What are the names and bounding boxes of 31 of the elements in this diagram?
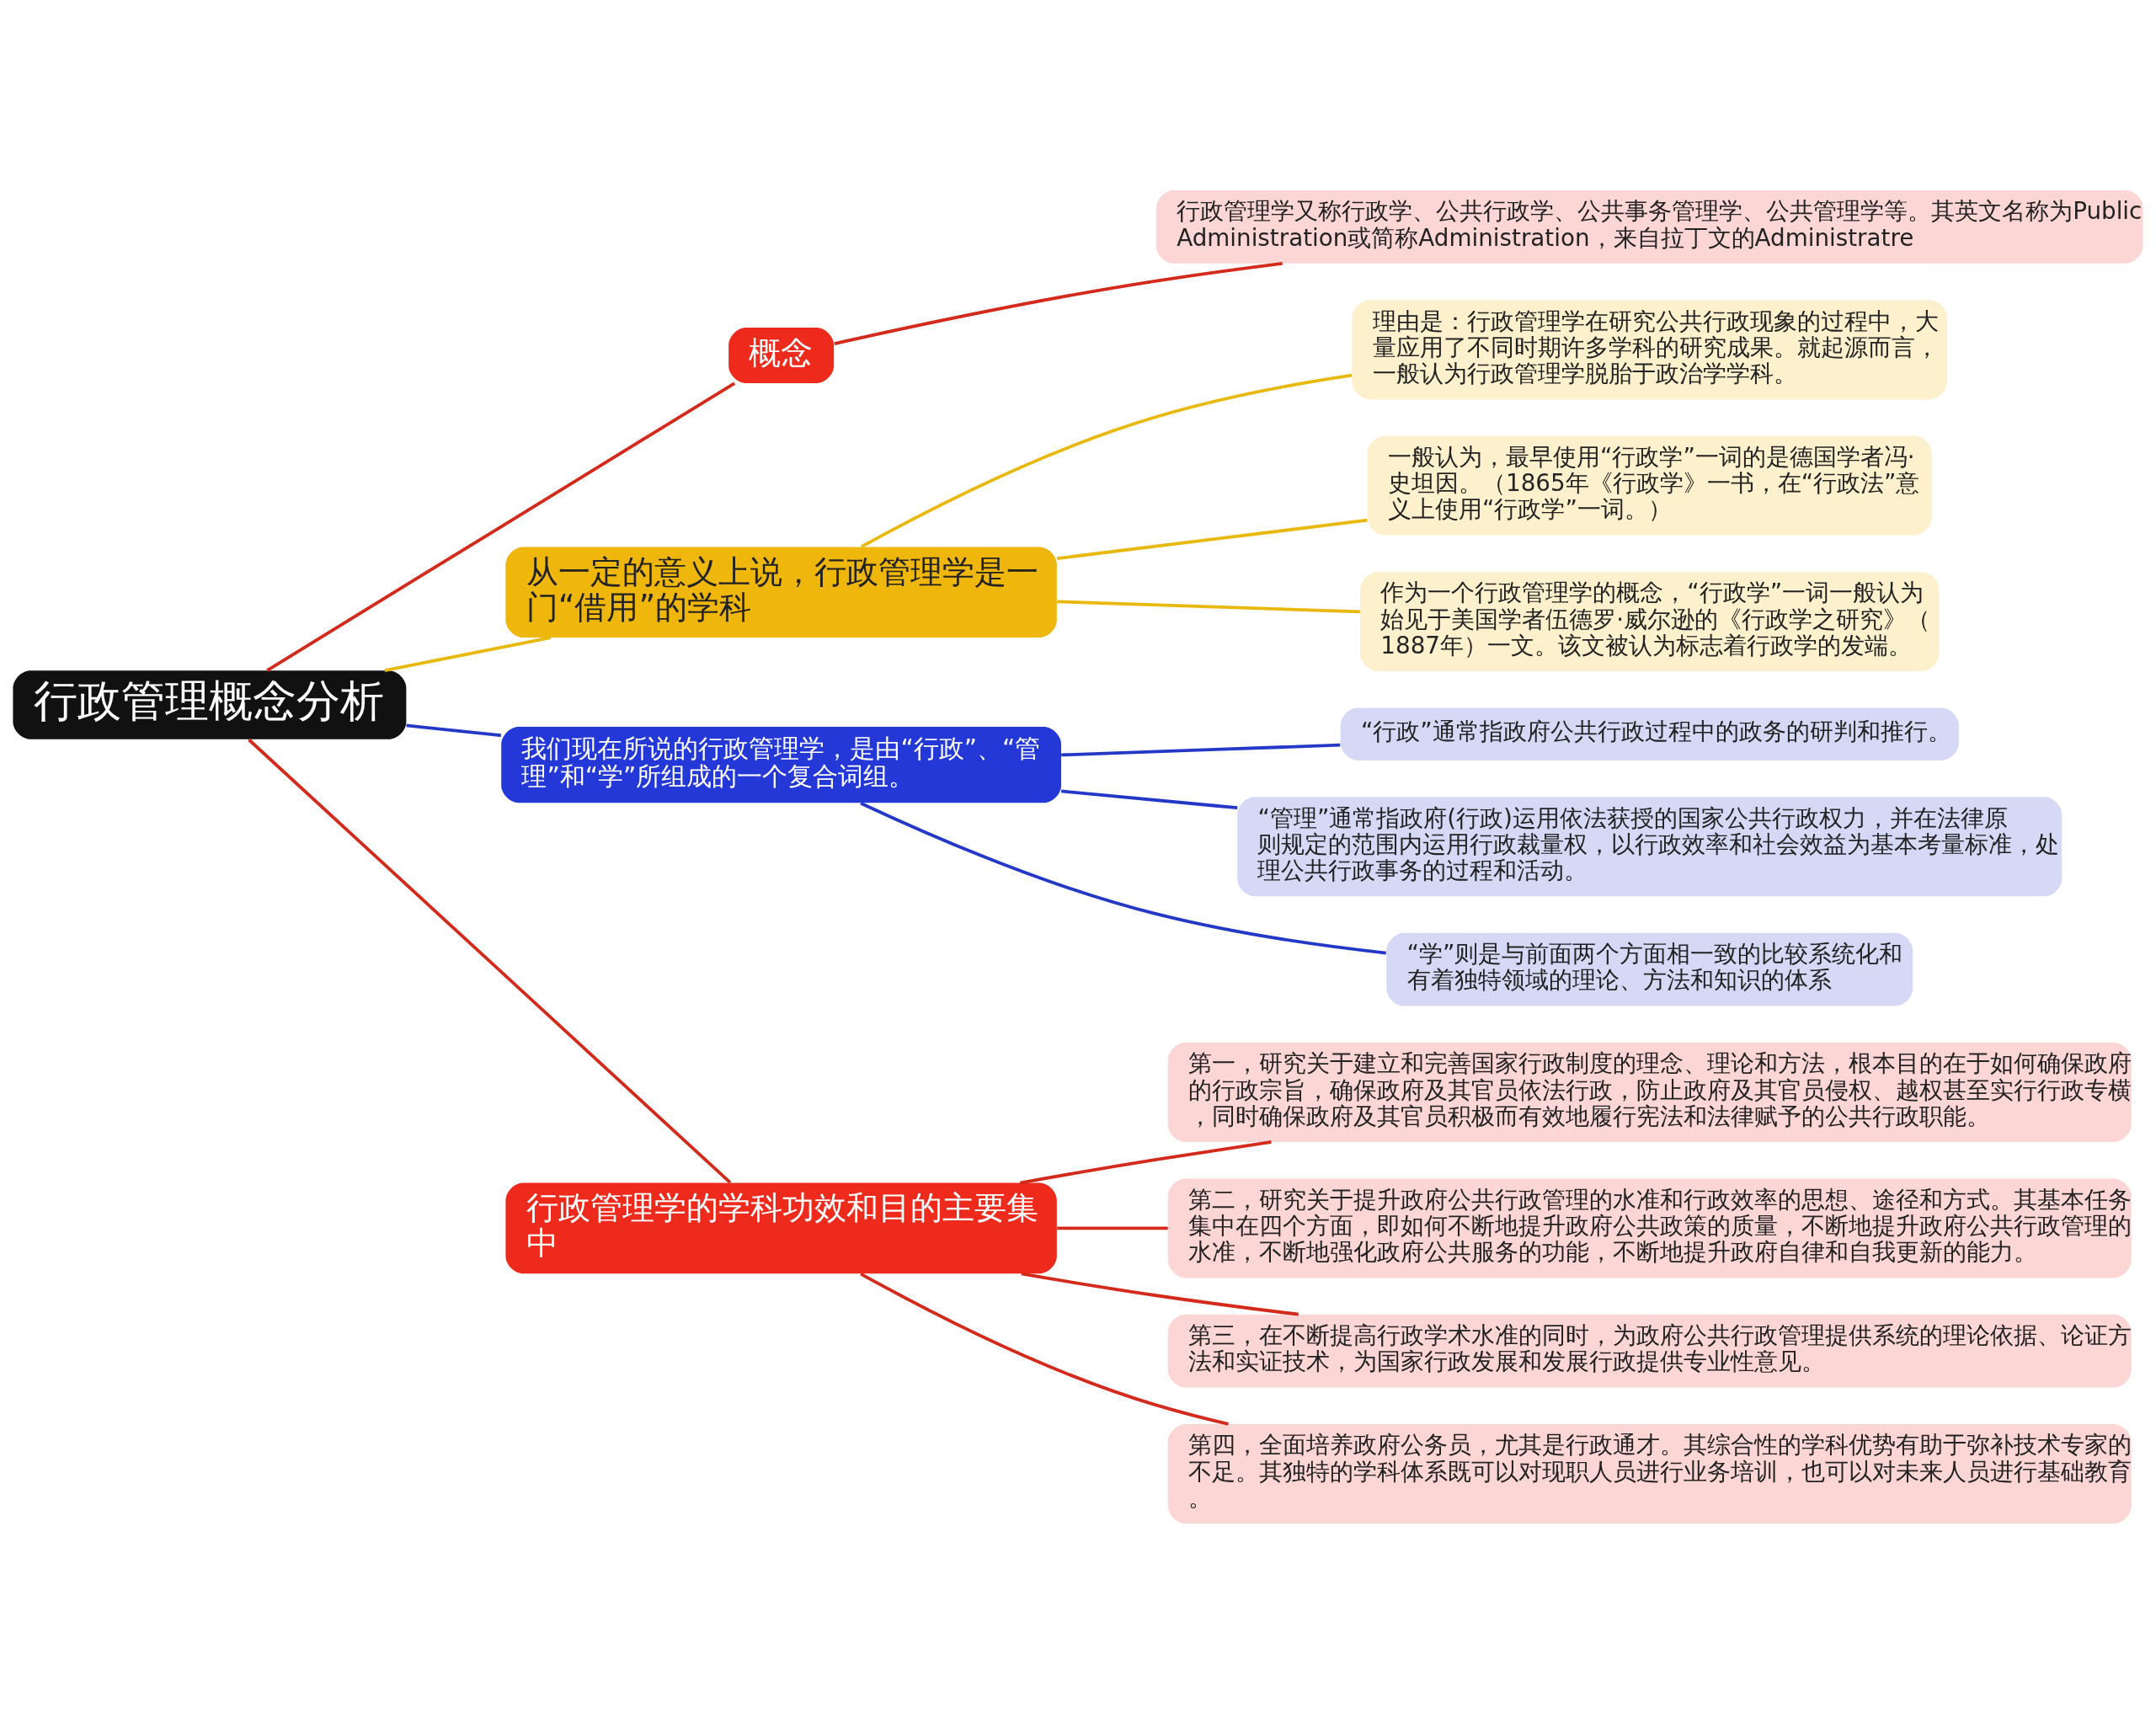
connector bbox=[861, 373, 1353, 548]
connector bbox=[1021, 1271, 1299, 1316]
connector bbox=[1057, 599, 1360, 613]
connector bbox=[248, 738, 732, 1184]
node-box: 一般认为，最早使用“行政学”一词的是德国学者冯·史坦因。（1865年《行政学》一书，在“行政法”意义上使用“行政学”一词。） bbox=[1367, 435, 1932, 536]
connector bbox=[384, 635, 552, 672]
connector bbox=[1056, 518, 1368, 560]
connector bbox=[834, 261, 1283, 345]
node-box: 第一，研究关于建立和完善国家行政制度的理念、理论和方法，根本目的在于如何确保政府的行政宗旨，确保政府及其官员依法行政，防止政府及其官员侵权、越权甚至实行行政专横，同时确保政府及其官员积极而有效地履行宪法和法律赋予的公共行政职能。 bbox=[1167, 1042, 2132, 1142]
node-box: 概念 bbox=[728, 327, 835, 383]
node-box: 行政管理概念分析 bbox=[13, 670, 407, 739]
node-box: 我们现在所说的行政管理学，是由“行政”、“管理”和“学”所组成的一个复合词组。 bbox=[501, 726, 1062, 803]
node-box: 第四，全面培养政府公务员，尤其是行政通才。其综合性的学科优势有助于弥补技术专家的不足。其独特的学科体系既可以对现职人员进行业务培训，也可以对未来人员进行基础教育。 bbox=[1167, 1423, 2132, 1524]
node-box: 从一定的意义上说，行政管理学是一门“借用”的学科 bbox=[505, 547, 1057, 638]
connector bbox=[1061, 789, 1238, 809]
connector bbox=[266, 381, 736, 672]
node-box: 理由是：行政管理学在研究公共行政现象的过程中，大量应用了不同时期许多学科的研究成果。就起源而言，一般认为行政管理学脱胎于政治学学科。 bbox=[1352, 299, 1947, 399]
node-box: 第二，研究关于提升政府公共行政管理的水准和行政效率的思想、途径和方式。其基本任务集中在四个方面，即如何不断地提升政府公共政策的质量，不断地提升政府公共行政管理的水准，不断地强化政府公共服务的功能，不断地提升政府自律和自我更新的能力。 bbox=[1167, 1177, 2132, 1278]
connector bbox=[860, 1272, 1229, 1426]
connector bbox=[1057, 1226, 1168, 1230]
connector bbox=[1061, 743, 1341, 756]
connector bbox=[860, 801, 1386, 954]
connector bbox=[406, 723, 501, 737]
node-box: 行政管理学又称行政学、公共行政学、公共事务管理学、公共管理学等。其英文名称为Public Administration或简称Administration，来自拉丁文的Administratre bbox=[1155, 189, 2143, 264]
node-box: “学”则是与前面两个方面相一致的比较系统化和有着独特领域的理论、方法和知识的体系 bbox=[1386, 932, 1913, 1006]
node-box: “管理”通常指政府(行政)运用依法获授的国家公共行政权力，并在法律原则规定的范围内运用行政裁量权，以行政效率和社会效益为基本考量标准，处理公共行政事务的过程和活动。 bbox=[1237, 796, 2063, 896]
node-box: “行政”通常指政府公共行政过程中的政务的研判和推行。 bbox=[1340, 707, 1959, 760]
connector bbox=[1019, 1139, 1272, 1184]
node-box: 行政管理学的学科功效和目的主要集中 bbox=[505, 1182, 1057, 1273]
node-box: 第三，在不断提高行政学术水准的同时，为政府公共行政管理提供系统的理论依据、论证方法和实证技术，为国家行政发展和发展行政提供专业性意见。 bbox=[1167, 1314, 2132, 1388]
node-box: 作为一个行政管理学的概念，“行政学”一词一般认为始见于美国学者伍德罗·威尔逊的《行政学之研究》（1887年）一文。该文被认为标志着行政学的发端。 bbox=[1360, 571, 1940, 671]
